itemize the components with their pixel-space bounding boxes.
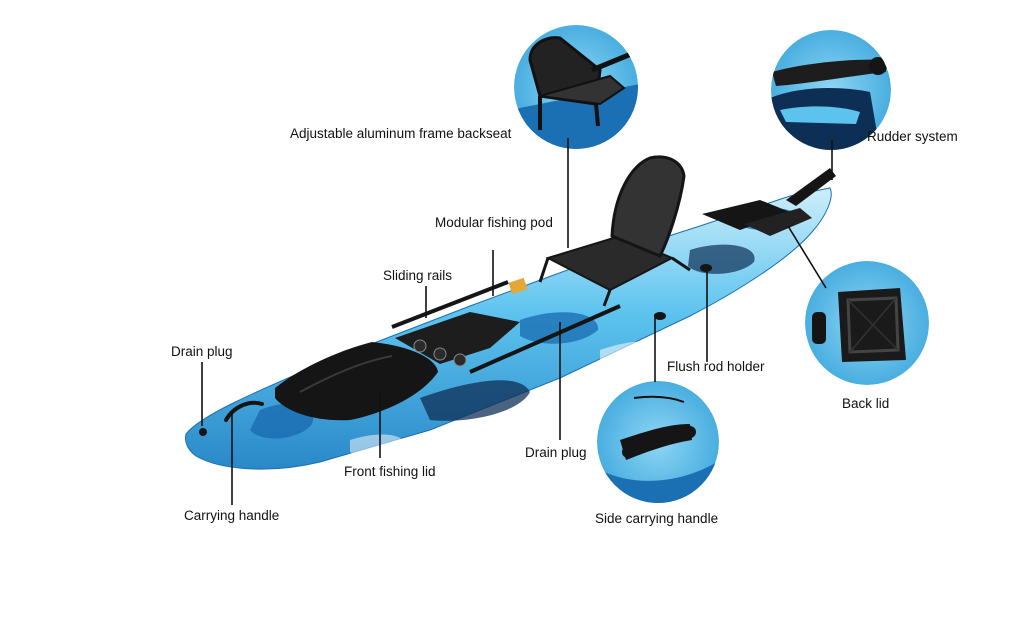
inset-side-carrying-handle: [597, 381, 719, 503]
label-carrying-handle: Carrying handle: [184, 508, 280, 523]
label-side-carrying-handle: Side carrying handle: [595, 511, 719, 526]
kayak-seat: [538, 155, 691, 307]
flush-rod-holder-2: [654, 312, 666, 320]
label-flush-rod-holder: Flush rod holder: [667, 359, 765, 374]
leader-back-lid: [787, 225, 827, 289]
label-modular-fishing-pod: Modular fishing pod: [435, 215, 553, 230]
seat-frame-back: [602, 289, 612, 307]
label-drain-plug-front: Drain plug: [171, 344, 233, 359]
label-drain-plug-middle: Drain plug: [525, 445, 587, 460]
label-rudder-system: Rudder system: [867, 129, 958, 144]
hull-camo-3: [520, 312, 599, 344]
bow-carrying-handle: [224, 400, 264, 422]
pod-rod-holder-2: [433, 347, 447, 361]
seat-frame-side: [671, 256, 691, 272]
pod-rod-holder-1: [413, 339, 427, 353]
pod-yellow-tag: [508, 277, 528, 295]
bow-drain-plug: [199, 428, 207, 436]
hull-camo-2: [420, 380, 530, 421]
label-backseat: Adjustable aluminum frame backseat: [290, 126, 512, 141]
flush-rod-holder: [700, 264, 712, 272]
inset-rudder: [771, 30, 891, 150]
label-front-fishing-lid: Front fishing lid: [344, 464, 436, 479]
sliding-rail-right: [469, 304, 621, 374]
seat-frame-front: [538, 257, 550, 283]
hull-camo-5: [600, 341, 664, 368]
modular-fishing-pod: [395, 312, 520, 364]
seat-backrest: [610, 155, 686, 258]
front-fishing-lid: [275, 342, 438, 421]
inset-back-lid: [805, 261, 929, 385]
pod-rod-holder-3: [453, 353, 467, 367]
front-lid-highlight: [299, 355, 393, 393]
label-back-lid: Back lid: [842, 396, 890, 411]
kayak-hull: [185, 155, 836, 470]
rudder-mount: [786, 168, 836, 206]
leader-lines: [201, 138, 833, 505]
label-sliding-rails: Sliding rails: [383, 268, 453, 283]
sliding-rail-left: [391, 280, 509, 329]
inset-backseat: [514, 25, 638, 149]
hull-camo-6: [350, 434, 405, 458]
back-lid-hatch-2: [744, 208, 812, 236]
back-lid-hatch: [702, 200, 790, 230]
